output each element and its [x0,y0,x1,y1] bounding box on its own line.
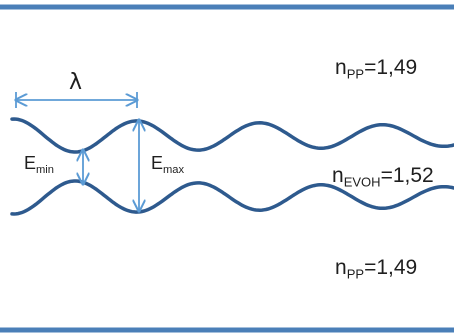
n-evoh-label: nEVOH=1,52 [332,164,434,190]
wavelength-label: λ [69,70,83,95]
n-pp-top-label: nPP=1,49 [335,56,418,82]
upper-interface-wave [10,117,454,154]
e-min-label: Emin [24,153,54,176]
n-pp-bottom-label: nPP=1,49 [335,256,418,282]
e-max-label: Emax [151,153,185,176]
